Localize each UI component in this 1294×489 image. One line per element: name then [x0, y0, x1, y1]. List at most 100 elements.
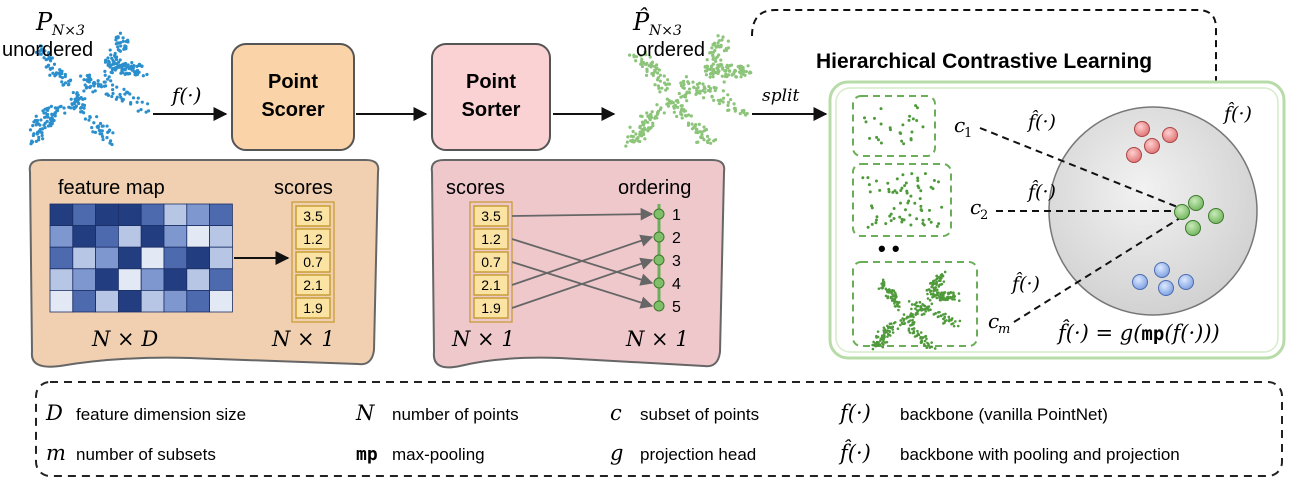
- cloud-point: [680, 113, 684, 117]
- subset-point: [870, 204, 874, 208]
- cloud-point: [646, 114, 650, 118]
- cloud-point: [667, 101, 671, 105]
- cloud-point: [919, 308, 923, 311]
- cloud-point: [936, 294, 940, 297]
- cloud-point: [943, 270, 947, 274]
- cloud-point: [716, 70, 720, 74]
- cloud-point: [927, 309, 930, 312]
- subset-point: [892, 207, 896, 211]
- cloud-point: [92, 84, 96, 88]
- cloud-point: [739, 69, 744, 74]
- cloud-point: [38, 123, 42, 127]
- cloud-point: [60, 80, 64, 84]
- cloud-point: [111, 131, 115, 135]
- cloud-point: [135, 68, 140, 73]
- cloud-point: [709, 141, 713, 145]
- cloud-point: [644, 53, 648, 57]
- cloud-point: [884, 287, 888, 291]
- cloud-point: [953, 294, 956, 298]
- cloud-point: [136, 96, 140, 100]
- cloud-point: [715, 66, 719, 70]
- cloud-point: [90, 125, 94, 130]
- cloud-point: [106, 77, 110, 81]
- cloud-point: [68, 78, 73, 82]
- cloud-point: [925, 337, 928, 341]
- sort-score-value: 0.7: [481, 254, 501, 270]
- subset-point: [936, 180, 940, 184]
- cloud-point: [95, 115, 99, 119]
- cloud-point: [902, 322, 906, 326]
- ordered-point-cloud: [624, 34, 753, 148]
- cloud-point: [680, 116, 684, 120]
- cloud-point: [703, 90, 707, 94]
- cloud-point: [75, 95, 79, 99]
- cloud-point: [880, 341, 884, 345]
- cloud-point: [648, 55, 652, 59]
- cloud-point: [947, 292, 951, 295]
- cloud-point: [911, 318, 914, 322]
- cloud-point: [723, 74, 727, 78]
- cloud-point: [98, 121, 103, 126]
- cloud-point: [656, 76, 660, 80]
- sort-arrow: [511, 257, 654, 309]
- cloud-point: [910, 303, 914, 306]
- cloud-point: [689, 114, 693, 118]
- cloud-point: [104, 84, 108, 88]
- cloud-point: [44, 115, 48, 119]
- cloud-point: [682, 79, 686, 83]
- cloud-point: [67, 82, 71, 87]
- cloud-point: [79, 110, 83, 114]
- feature-cell: [49, 225, 74, 248]
- cloud-point: [666, 104, 671, 108]
- subset-point: [884, 222, 888, 226]
- cloud-point: [929, 290, 932, 294]
- cloud-point: [957, 292, 961, 295]
- sort-scores-column: 3.51.20.72.11.9: [469, 201, 513, 323]
- cloud-point: [734, 75, 738, 79]
- cloud-point: [135, 100, 139, 104]
- feature-cell: [95, 203, 119, 227]
- cloud-point: [883, 328, 887, 331]
- subset-point: [909, 138, 913, 142]
- cloud-point: [935, 291, 939, 294]
- cloud-point: [901, 317, 904, 320]
- subset-point: [875, 215, 879, 219]
- cloud-point: [695, 127, 699, 131]
- cloud-point: [939, 277, 942, 281]
- sort-score-box: [473, 228, 509, 250]
- cloud-point: [744, 69, 749, 74]
- cloud-point: [914, 313, 917, 317]
- cloud-point: [627, 53, 632, 57]
- fhat-label-2: f̂(·): [1026, 180, 1056, 203]
- cloud-point: [882, 331, 886, 334]
- feature-cell: [209, 225, 233, 248]
- subset-point: [915, 118, 919, 122]
- cloud-point: [912, 315, 915, 319]
- subset-point: [876, 138, 880, 142]
- cloud-point: [102, 80, 106, 84]
- cloud-point: [717, 64, 722, 68]
- cloud-point: [942, 296, 946, 299]
- cloud-point: [89, 77, 93, 82]
- cloud-point: [638, 132, 642, 136]
- cloud-point: [907, 320, 911, 323]
- cloud-point: [915, 301, 918, 304]
- cloud-point: [37, 129, 42, 133]
- subset-point: [895, 177, 899, 181]
- cloud-point: [635, 137, 639, 141]
- cloud-point: [93, 89, 97, 93]
- cloud-point: [77, 97, 82, 101]
- feature-cell: [72, 246, 97, 270]
- legend-symbol: f(·): [838, 401, 871, 425]
- cloud-point: [936, 315, 940, 319]
- svg-text:c: c: [988, 309, 999, 333]
- cloud-point: [684, 75, 689, 79]
- cloud-point: [639, 54, 643, 58]
- cloud-point: [942, 280, 946, 283]
- cloud-point: [921, 303, 924, 306]
- cloud-point: [702, 125, 706, 129]
- subset-point: [910, 172, 914, 176]
- scores-title-right: scores: [446, 177, 505, 199]
- cloud-point: [721, 66, 725, 70]
